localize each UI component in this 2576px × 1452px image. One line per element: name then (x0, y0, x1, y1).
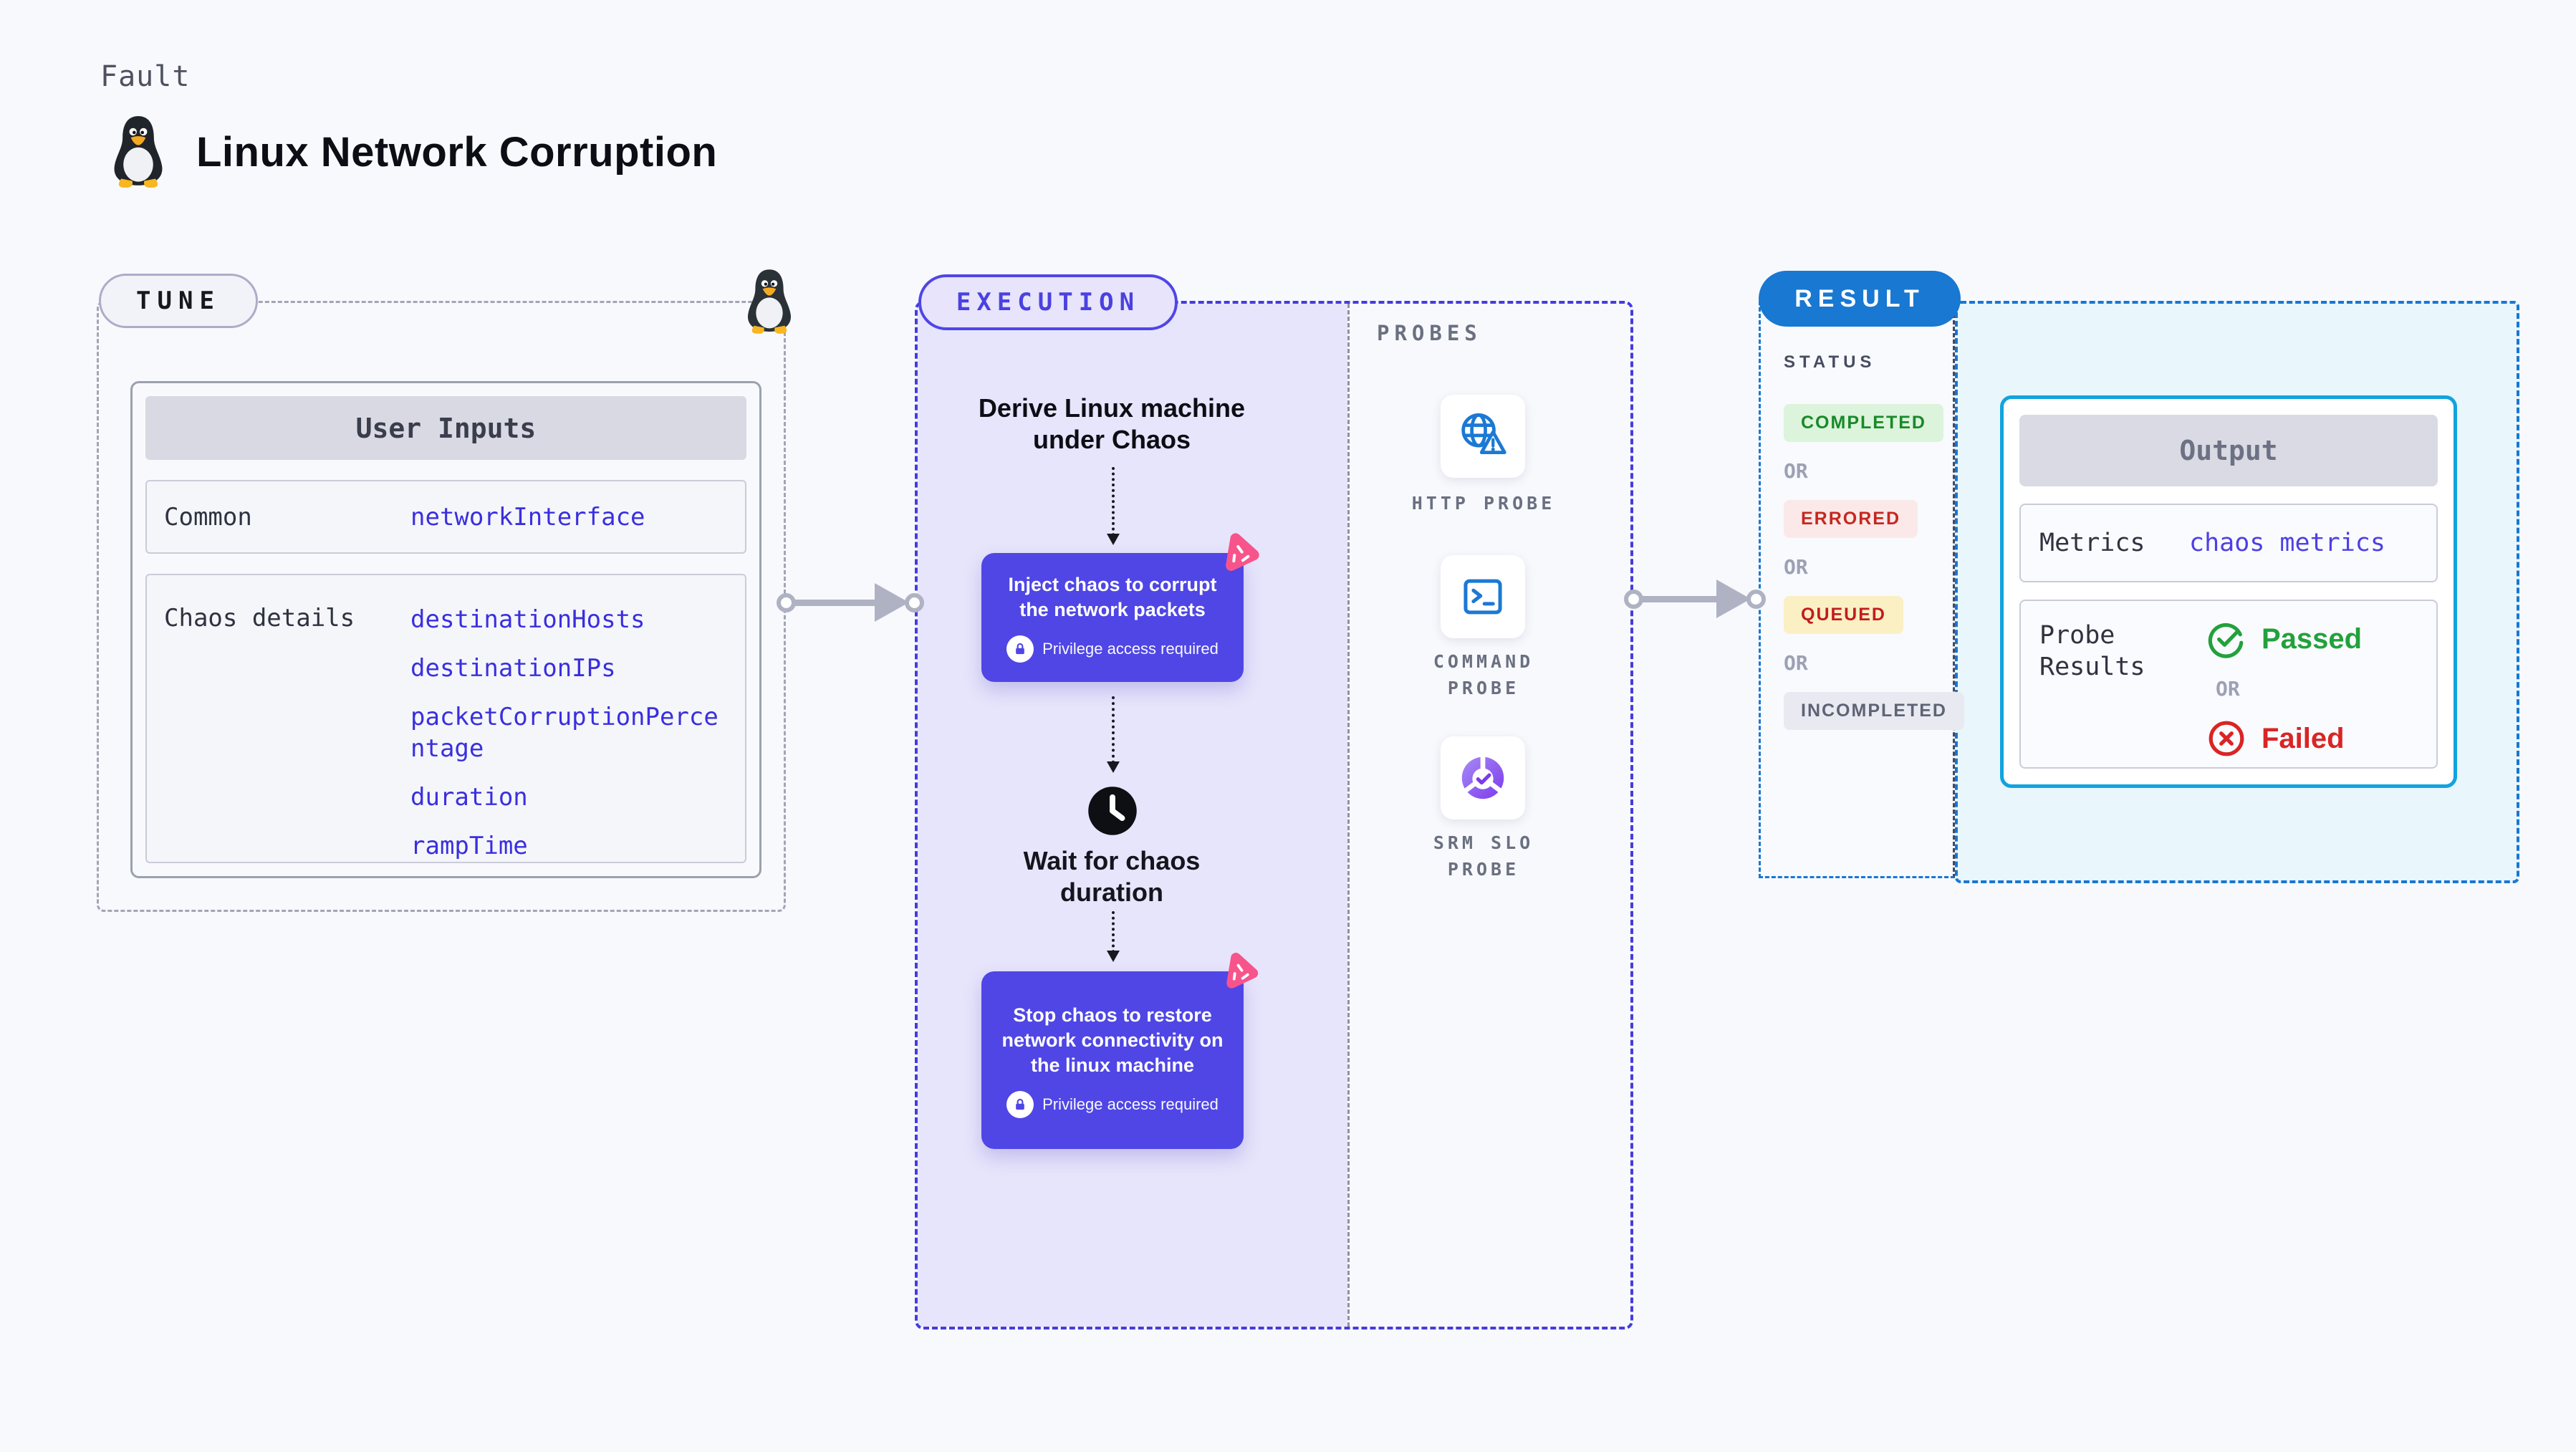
or-separator: OR (2216, 677, 2240, 701)
metrics-row: Metrics chaos metrics (2019, 504, 2438, 582)
inject-to-wait-arrow (1107, 696, 1120, 773)
inject-chaos-node[interactable]: Inject chaos to corrupt the network pack… (981, 533, 1259, 682)
derive-to-inject-arrow (1107, 467, 1120, 545)
or-separator: OR (1784, 459, 1808, 483)
http-probe-label: HTTP PROBE (1411, 493, 1556, 514)
status-badge-incompleted: INCOMPLETED (1784, 692, 1964, 730)
output-title: Output (2019, 415, 2438, 486)
param-destinationIPs[interactable]: destinationIPs (410, 654, 616, 683)
or-separator: OR (1784, 555, 1808, 579)
http-probe-card[interactable] (1441, 395, 1525, 478)
privilege-row: Privilege access required (1006, 635, 1219, 663)
privilege-note: Privilege access required (1042, 640, 1219, 658)
output-card: Output Metrics chaos metrics Probe Resul… (2000, 395, 2457, 788)
check-circle-icon (2207, 620, 2246, 658)
wait-to-stop-arrow (1107, 911, 1120, 962)
or-separator: OR (1784, 651, 1808, 675)
param-destinationHosts[interactable]: destinationHosts (410, 605, 645, 634)
metrics-value-link[interactable]: chaos metrics (2189, 529, 2385, 557)
privilege-note: Privilege access required (1042, 1095, 1219, 1113)
terminal-icon (1458, 572, 1508, 622)
globe-alert-icon (1456, 409, 1510, 463)
param-rampTime[interactable]: rampTime (410, 832, 528, 860)
wait-step-title: Wait for chaos duration (1023, 846, 1201, 907)
tune-penguin-icon (739, 268, 799, 335)
status-badge-queued: QUEUED (1784, 596, 1903, 634)
chaos-hexagon-icon (1215, 529, 1265, 579)
param-packetCorruptionPercentage[interactable]: packetCorruptionPercentage (410, 703, 719, 763)
lock-icon (1006, 1090, 1034, 1118)
user-inputs-card: User Inputs Common networkInterface Chao… (130, 381, 761, 878)
probes-heading: PROBES (1377, 321, 1482, 345)
x-circle-icon (2207, 719, 2246, 758)
tune-to-execution-arrow (777, 583, 924, 622)
fault-eyebrow: Fault (100, 60, 191, 93)
clock-icon (1087, 785, 1138, 837)
param-duration[interactable]: duration (410, 783, 528, 812)
stop-chaos-node[interactable]: Stop chaos to restore network connectivi… (981, 953, 1259, 1149)
derive-step-title: Derive Linux machine under Chaos (978, 393, 1246, 454)
probes-to-result-arrow (1624, 580, 1766, 618)
lock-icon (1006, 635, 1034, 663)
failed-verdict: Failed (2207, 719, 2362, 758)
status-region (1759, 301, 1955, 878)
srm-slo-probe-card[interactable] (1441, 736, 1525, 819)
execution-probes-divider (1347, 304, 1350, 1327)
common-row: Common networkInterface (145, 480, 746, 554)
chaos-details-row: Chaos details destinationHosts destinati… (145, 574, 746, 863)
status-badge-completed: COMPLETED (1784, 404, 1943, 442)
result-pill: RESULT (1759, 271, 1961, 327)
metrics-label: Metrics (2039, 529, 2145, 557)
title-row: Linux Network Corruption (105, 115, 717, 189)
arrow-start-dot (777, 592, 796, 612)
param-networkInterface[interactable]: networkInterface (410, 502, 645, 532)
command-probe-card[interactable] (1441, 555, 1525, 638)
chaos-details-label: Chaos details (164, 604, 355, 633)
probe-results-row: Probe Results Passed OR (2019, 600, 2438, 769)
linux-penguin-icon (105, 115, 172, 189)
passed-verdict: Passed (2207, 620, 2362, 658)
arrow-end-dot (905, 592, 924, 612)
common-label: Common (164, 502, 252, 532)
failed-label: Failed (2262, 722, 2345, 754)
execution-pill: EXECUTION (918, 274, 1178, 330)
page-title: Linux Network Corruption (196, 128, 718, 176)
user-inputs-title: User Inputs (145, 396, 746, 461)
status-heading: STATUS (1784, 352, 1876, 372)
tune-pill: TUNE (99, 274, 258, 328)
passed-label: Passed (2262, 622, 2363, 655)
srm-slo-probe-label: SRM SLO PROBE (1433, 832, 1534, 880)
arrow-start-dot (1624, 589, 1643, 609)
chaos-hexagon-icon (1216, 948, 1264, 996)
slo-donut-icon (1457, 752, 1509, 804)
command-probe-label: COMMAND PROBE (1433, 651, 1534, 698)
status-column: STATUS COMPLETED OR ERRORED OR QUEUED OR… (1784, 352, 1964, 747)
stop-chaos-text: Stop chaos to restore network connectivi… (1001, 1004, 1224, 1076)
probe-results-label: Probe Results (2039, 621, 2145, 681)
status-badge-errored: ERRORED (1784, 500, 1918, 538)
arrow-end-dot (1746, 589, 1766, 609)
privilege-row: Privilege access required (1006, 1090, 1219, 1118)
inject-chaos-text: Inject chaos to corrupt the network pack… (1008, 574, 1217, 620)
